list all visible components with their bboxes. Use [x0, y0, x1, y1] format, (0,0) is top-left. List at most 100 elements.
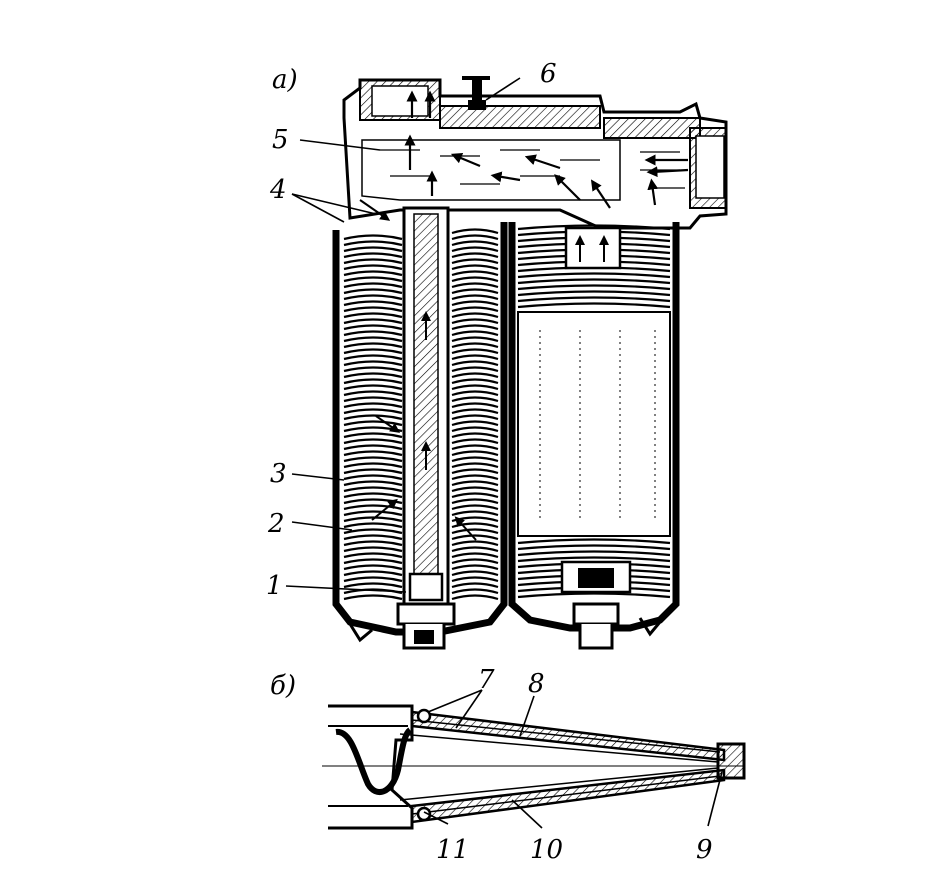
filter-pleat [343, 564, 403, 571]
filter-pleat [343, 384, 403, 391]
filter-pleat [451, 414, 499, 421]
filter-pleat [343, 354, 403, 361]
filter-pleat [343, 408, 403, 415]
filter-pleat [451, 366, 499, 373]
filter-pleat [343, 396, 403, 403]
filter-pleat [451, 438, 499, 445]
filter-pleat [343, 510, 403, 517]
filter-pleat [451, 462, 499, 469]
filter-pleat [451, 360, 499, 367]
filter-pleat [343, 300, 403, 307]
filter-pleat [343, 402, 403, 409]
filter-pleat [343, 264, 403, 271]
filter-pleat [451, 270, 499, 277]
filter-pleat [517, 302, 671, 309]
filter-pleat [343, 456, 403, 463]
callout-3: 3 [270, 459, 287, 489]
filter-pleat [343, 330, 403, 337]
filter-pleat [343, 594, 403, 601]
filter-pleat [343, 480, 403, 487]
filter-pleat [343, 336, 403, 343]
filter-pleat [343, 318, 403, 325]
filter-pleat [451, 498, 499, 505]
filter-pleat [451, 342, 499, 349]
filter-pleat [517, 224, 671, 231]
filter-pleat [451, 564, 499, 571]
filter-pleat [451, 372, 499, 379]
left-canister [332, 199, 508, 650]
filter-pleat [343, 534, 403, 541]
filter-pleat [343, 294, 403, 301]
filter-pleat [451, 474, 499, 481]
filter-pleat [343, 252, 403, 259]
filter-header [342, 76, 728, 230]
filter-pleat [451, 264, 499, 271]
filter-pleat [451, 252, 499, 259]
filter-pleat [343, 486, 403, 493]
filter-pleat [343, 288, 403, 295]
filter-pleat [343, 276, 403, 283]
filter-pleat [343, 528, 403, 535]
filter-pleat [451, 318, 499, 325]
filter-pleat [451, 240, 499, 247]
callout-4: 4 [269, 175, 287, 205]
filter-pleat [343, 504, 403, 511]
filter-pleat [343, 582, 403, 589]
filter-pleat [343, 576, 403, 583]
filter-pleat [343, 546, 403, 553]
filter-pleat [343, 246, 403, 253]
filter-pleat [451, 504, 499, 511]
filter-pleat [343, 516, 403, 523]
filter-pleat [343, 258, 403, 265]
filter-pleat [451, 582, 499, 589]
callout-10: 10 [530, 835, 563, 865]
filter-pleat [343, 432, 403, 439]
filter-pleat [343, 372, 403, 379]
filter-pleat [343, 366, 403, 373]
filter-pleat [343, 450, 403, 457]
filter-pleat [451, 444, 499, 451]
panel-a [285, 76, 728, 650]
filter-pleat [517, 556, 671, 563]
filter-pleat [343, 462, 403, 469]
filter-pleat [451, 402, 499, 409]
filter-pleat [451, 306, 499, 313]
filter-pleat [343, 414, 403, 421]
filter-pleat [517, 272, 671, 279]
filter-pleat [451, 396, 499, 403]
callout-8: 8 [528, 669, 545, 699]
filter-pleat [451, 534, 499, 541]
filter-pleat [343, 282, 403, 289]
filter-pleat [343, 558, 403, 565]
filter-pleat [451, 324, 499, 331]
filter-pleat [451, 570, 499, 577]
filter-pleat [343, 378, 403, 385]
filter-pleat [343, 522, 403, 529]
filter-pleat [451, 378, 499, 385]
filter-pleat [517, 538, 671, 545]
filter-pleat [343, 342, 403, 349]
filter-pleat [451, 486, 499, 493]
filter-pleat [451, 576, 499, 583]
filter-pleat [451, 330, 499, 337]
filter-pleat [451, 510, 499, 517]
filter-pleat [451, 492, 499, 499]
filter-pleat [343, 234, 403, 241]
filter-pleat [517, 544, 671, 551]
filter-pleat [451, 468, 499, 475]
filter-pleat [451, 276, 499, 283]
filter-pleat [343, 348, 403, 355]
filter-pleat [451, 480, 499, 487]
filter-pleat [451, 294, 499, 301]
callout-1: 1 [266, 571, 283, 601]
filter-pleat [343, 444, 403, 451]
filter-pleat [451, 522, 499, 529]
filter-pleat [451, 558, 499, 565]
filter-pleat [451, 384, 499, 391]
filter-pleat [343, 474, 403, 481]
filter-pleat [343, 306, 403, 313]
filter-pleat [343, 492, 403, 499]
filter-pleat [451, 426, 499, 433]
filter-pleat [451, 258, 499, 265]
